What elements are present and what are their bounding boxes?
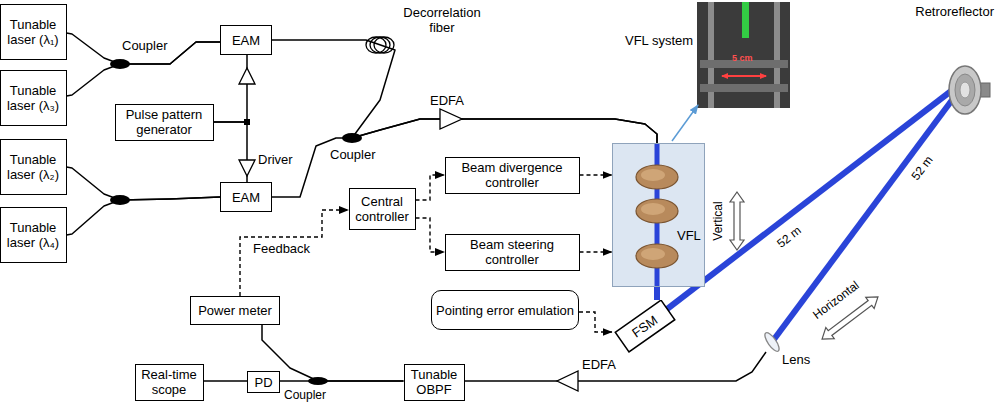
annotation-label: Coupler [122,38,168,53]
annotation-label: VFL system [625,33,693,48]
node-label: PD [254,375,272,390]
fiber-coil [370,37,390,53]
fiber-coil [374,37,394,53]
meter-box: Power meter [190,296,280,325]
filter-box: Tunable OBPF [404,364,465,401]
node-label: EAM [232,33,260,48]
lens-symbol [762,331,781,354]
coupler-symbol [110,195,130,205]
node-label: Central controller [352,194,413,224]
annotation-label: 5 cm [732,53,753,64]
photo-pointer [672,105,698,141]
control-line [416,175,445,200]
coupler-symbol [342,133,362,143]
fiber-line [214,55,248,122]
driver-symbol [239,160,255,176]
tunable-lens [636,199,678,223]
coupler-symbol [308,377,328,385]
annotation-label: Retroreflector [915,4,994,19]
vfl-panel: VFL [612,143,705,287]
lens-highlight [641,169,665,181]
driver-symbol [239,68,255,84]
annotation-label: Decorrelation fiber [392,5,492,35]
scale-arrow [722,75,766,77]
coupler-symbol [110,59,130,69]
annotation-label: 52 m [774,223,804,250]
fiber-line [262,325,404,381]
amplifier-symbol [557,371,578,391]
photo-post [708,2,714,108]
mirror-box: FSM [612,300,678,353]
retroreflector-symbol [949,66,981,114]
laser-beam [654,287,660,300]
fiber-line [280,380,404,382]
modulator-box: EAM [220,25,272,55]
tunable-lens [636,244,678,268]
fiber-line [67,167,221,200]
node-label: Pointing error emulation [436,303,574,318]
laser-box: Tunable laser (λ₂) [0,139,67,195]
node-label: Tunable laser (λ₃) [3,83,64,113]
node-label: Beam divergence controller [448,160,577,190]
detector-box: PD [247,371,280,393]
node-label: VFL [677,228,701,243]
photo-post [774,2,780,108]
node-label: Tunable laser (λ₄) [3,220,64,250]
node-label: Beam steering controller [448,237,577,267]
vfl-illustration [613,144,704,286]
photo-plate [700,84,788,92]
fiber-line [67,197,221,235]
annotation-label: Coupler [330,147,376,162]
modulator-box: EAM [220,182,272,212]
laser-box: Tunable laser (λ₄) [0,207,67,263]
node-label: EAM [232,190,260,205]
controller-box: Central controller [349,188,416,230]
fiber-line [272,119,657,197]
control-line [580,174,613,175]
fiber-line [272,40,657,143]
node-label: Power meter [198,303,272,318]
retroreflector-ring [960,82,970,98]
fiber-line [462,352,766,381]
junction-dot [244,119,250,125]
annotation-label: Coupler [284,388,326,402]
node-label: Tunable OBPF [407,367,462,397]
annotation-label: EDFA [430,93,464,108]
lens-highlight [641,203,665,215]
annotation-label: Driver [258,152,293,167]
edge-label: Feedback [252,241,311,256]
direction-arrow [730,192,744,250]
tunable-lens [636,165,678,189]
annotation-label: Vertical [711,201,725,240]
scope-box: Real-time scope [135,364,204,401]
annotation-label: Lens [782,352,810,367]
lens-highlight [641,248,665,260]
amplifier-symbol [440,109,462,129]
control-line [579,312,612,332]
annotation-label: EDFA [582,357,616,372]
control-line [416,218,445,252]
node-label: Tunable laser (λ₁) [3,17,64,47]
fiber-line [214,122,248,182]
node-label: Pulse pattern generator [118,107,211,137]
emulation-box: Pointing error emulation [431,290,579,330]
photo-fiber [742,2,749,38]
photo-background [697,2,790,108]
mirror-shape [615,300,675,352]
control-line [240,210,349,296]
laser-box: Tunable laser (λ₃) [0,70,67,126]
laser-box: Tunable laser (λ₁) [0,4,67,60]
node-label: Real-time scope [138,367,201,397]
controller-box: Beam divergence controller [445,157,580,194]
retroreflector-ring [955,74,975,106]
fiber-line [204,380,248,382]
fiber-line [67,33,221,64]
control-line [580,251,613,252]
controller-box: Beam steering controller [445,234,580,271]
node-label: Tunable laser (λ₂) [3,152,64,182]
generator-box: Pulse pattern generator [115,104,214,141]
